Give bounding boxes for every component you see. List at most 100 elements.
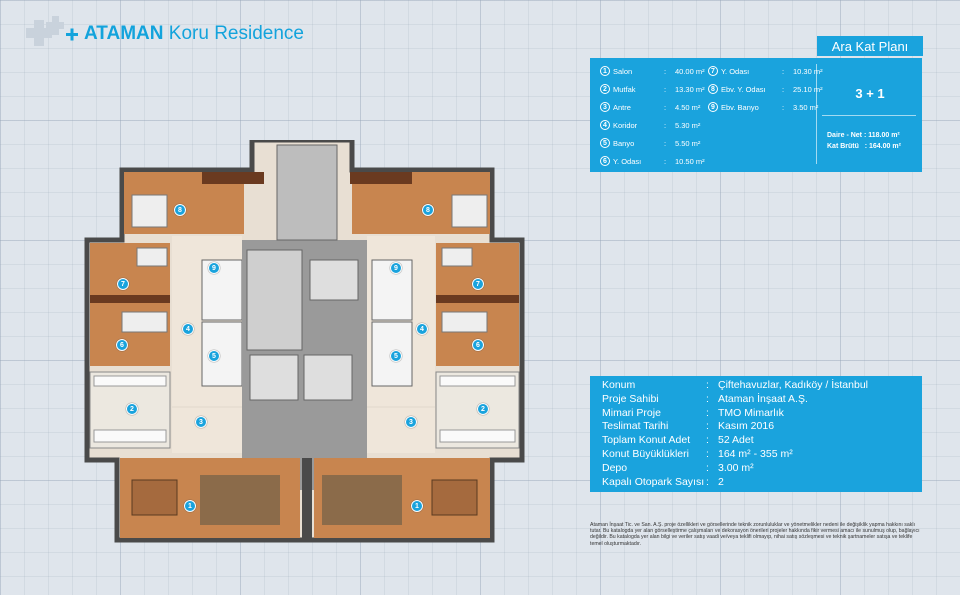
room-marker-6-right: 6 [472, 339, 484, 351]
room-marker-6-left: 6 [116, 339, 128, 351]
plus-cross-icon [26, 16, 78, 46]
wardrobe-6-left [90, 295, 170, 303]
room-number-icon: 6 [600, 156, 610, 166]
project-info-row: Konut Büyüklükleri:164 m² - 355 m² [602, 448, 793, 460]
room-area: 10.30 m² [793, 66, 823, 76]
room-number-icon: 9 [708, 102, 718, 112]
floor-hall-right [367, 408, 435, 453]
room-marker-3-left: 3 [195, 416, 207, 428]
dining-table-left [131, 479, 178, 516]
room-number-icon: 4 [600, 120, 610, 130]
room-area: 25.10 m² [793, 84, 823, 94]
project-info-label: Depo [602, 461, 628, 474]
divider [822, 115, 916, 116]
separator: : [782, 84, 785, 94]
project-info-label: Konum [602, 379, 636, 391]
wardrobe-6-right [436, 295, 519, 303]
room-number-icon: 1 [600, 66, 610, 76]
room-number-icon: 8 [708, 84, 718, 94]
floor-stairwell [246, 249, 303, 351]
unit-type: 3 + 1 [855, 86, 885, 101]
project-info-value: Ataman İnşaat A.Ş. [718, 392, 808, 405]
bed-8-left [131, 194, 168, 228]
room-area: 13.30 m² [675, 84, 705, 94]
room-name: Antre [613, 102, 631, 112]
room-area: 3.50 m² [793, 102, 819, 112]
room-marker-1-right: 1 [411, 500, 423, 512]
room-name: Banyo [613, 138, 635, 148]
plan-title: Ara Kat Planı [817, 36, 923, 56]
separator: : [782, 66, 785, 76]
floor-elevator-2 [249, 354, 299, 401]
room-name: Ebv. Banyo [721, 102, 759, 112]
room-marker-8-right: 8 [422, 204, 434, 216]
disclaimer-text: Ataman İnşaat Tic. ve San. A.Ş. proje öz… [590, 522, 920, 547]
counter-bottom-left [93, 429, 167, 443]
project-info-value: TMO Mimarlık [718, 406, 784, 419]
room-area: 5.50 m² [675, 138, 701, 148]
project-info-value: 2 [718, 475, 724, 488]
room-marker-9-right: 9 [390, 262, 402, 274]
project-info-label: Mimari Proje [602, 406, 661, 419]
floor-party-wall [302, 458, 312, 540]
room-number-icon: 2 [600, 84, 610, 94]
separator: : [706, 475, 709, 488]
room-name: Y. Odası [613, 156, 642, 166]
brand-name-bold: ATAMAN [84, 23, 164, 44]
project-info-row: Toplam Konut Adet:52 Adet [602, 434, 754, 446]
room-marker-8-left: 8 [174, 204, 186, 216]
room-name: Mutfak [613, 84, 636, 94]
room-name: Salon [613, 66, 633, 76]
project-info-row: Konum:Çiftehavuzlar, Kadıköy / İstanbul [602, 379, 868, 391]
room-name: Ebv. Y. Odası [721, 84, 766, 94]
room-marker-4-right: 4 [416, 323, 428, 335]
project-info-label: Toplam Konut Adet [602, 434, 691, 447]
room-marker-5-left: 5 [208, 350, 220, 362]
gross-area: Kat Brütü : 164.00 m² [827, 143, 901, 150]
separator: : [664, 84, 667, 94]
project-info-value: 164 m² - 355 m² [718, 448, 793, 460]
project-info-row: Mimari Proje: TMO Mimarlık [602, 407, 784, 419]
separator: : [664, 66, 667, 76]
project-info-row: Kapalı Otopark Sayısı:2 [602, 476, 724, 488]
separator: : [706, 461, 709, 474]
separator: : [706, 448, 709, 460]
floor-plan [84, 140, 525, 543]
room-marker-5-right: 5 [390, 350, 402, 362]
separator: : [664, 138, 667, 148]
room-marker-2-right: 2 [477, 403, 489, 415]
separator: : [706, 392, 709, 405]
wardrobe-left [202, 172, 264, 184]
dining-table-right [431, 479, 478, 516]
rug-left [200, 475, 280, 525]
separator: : [706, 406, 709, 419]
room-area: 5.30 m² [675, 120, 701, 130]
room-number-icon: 5 [600, 138, 610, 148]
room-area: 4.50 m² [675, 102, 701, 112]
separator: : [664, 102, 667, 112]
project-info-label: Teslimat Tarihi [602, 420, 669, 433]
separator: : [664, 120, 667, 130]
project-info-value: 52 Adet [718, 434, 754, 447]
project-info-row: Proje Sahibi:Ataman İnşaat A.Ş. [602, 393, 808, 405]
floor-stair [276, 144, 338, 241]
project-info-label: Kapalı Otopark Sayısı [602, 475, 705, 488]
separator: : [782, 102, 785, 112]
counter-top-right [439, 375, 516, 387]
counter-top-left [93, 375, 167, 387]
project-info-value: 3.00 m² [718, 461, 754, 474]
rug-right [322, 475, 402, 525]
brand-name: ATAMAN Koru Residence [84, 23, 304, 45]
room-marker-7-right: 7 [472, 278, 484, 290]
room-name: Koridor [613, 120, 638, 130]
project-info-row: Teslimat Tarihi:Kasım 2016 [602, 420, 774, 432]
room-marker-4-left: 4 [182, 323, 194, 335]
